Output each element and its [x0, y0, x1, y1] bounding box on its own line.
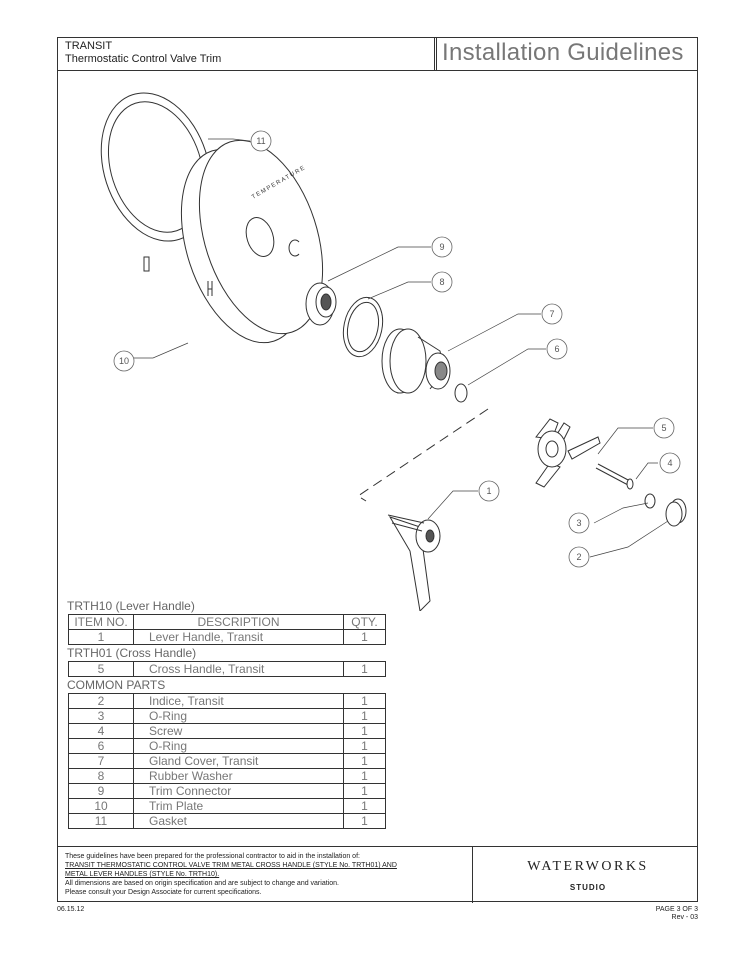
item-qty: 1 [343, 768, 386, 784]
item-description: Trim Plate [133, 798, 344, 814]
footer-product-line-2: METAL LEVER HANDLES (STYLE No. TRTH10). [65, 871, 220, 878]
item-qty: 1 [343, 629, 386, 645]
item-qty: 1 [343, 693, 386, 709]
item-description: Gasket [133, 813, 344, 829]
document-title: Installation Guidelines [442, 39, 684, 66]
item-qty: 1 [343, 708, 386, 724]
item-description: O-Ring [133, 708, 344, 724]
callout-7: 7 [549, 309, 554, 319]
callout-1: 1 [486, 486, 491, 496]
gland-cover-part [381, 328, 451, 394]
callout-11: 11 [256, 136, 265, 146]
column-header: QTY. [343, 614, 386, 630]
callout-10: 10 [119, 356, 129, 366]
callout-6: 6 [554, 344, 559, 354]
document-date: 06.15.12 [57, 906, 85, 913]
indice-part [665, 498, 687, 527]
footer-divider [472, 847, 473, 903]
brand-subtitle: STUDIO [569, 883, 607, 892]
item-number: 10 [68, 798, 134, 814]
callout-3: 3 [576, 518, 581, 528]
column-header: DESCRIPTION [133, 614, 344, 630]
table-row: 5 Cross Handle, Transit 1 [68, 661, 386, 677]
rubber-washer-part [342, 296, 384, 358]
header-divider [434, 38, 437, 70]
revision: Rev - 03 [671, 914, 698, 921]
item-qty: 1 [343, 753, 386, 769]
footer-product-line: TRANSIT THERMOSTATIC CONTROL VALVE TRIM … [65, 862, 397, 869]
item-number: 5 [68, 661, 134, 677]
item-description: O-Ring [133, 738, 344, 754]
item-qty: 1 [343, 723, 386, 739]
footer-notes: These guidelines have been prepared for … [65, 852, 465, 897]
item-number: 4 [68, 723, 134, 739]
cross-handle-part [535, 418, 601, 488]
item-description: Lever Handle, Transit [133, 629, 344, 645]
item-number: 6 [68, 738, 134, 754]
lever-handle-part [387, 514, 441, 611]
common-section-title: COMMON PARTS [67, 678, 166, 692]
cross-parts-table: 5 Cross Handle, Transit 1 [68, 661, 386, 677]
trim-connector-part [305, 282, 337, 326]
item-qty: 1 [343, 798, 386, 814]
footer-intro: These guidelines have been prepared for … [65, 853, 360, 860]
item-number: 2 [68, 693, 134, 709]
item-number: 7 [68, 753, 134, 769]
item-description: Cross Handle, Transit [133, 661, 344, 677]
item-description: Trim Connector [133, 783, 344, 799]
item-description: Gland Cover, Transit [133, 753, 344, 769]
footer-disclaimer: All dimensions are based on origin speci… [65, 880, 339, 887]
column-header: ITEM NO. [68, 614, 134, 630]
footer-consult: Please consult your Design Associate for… [65, 889, 262, 896]
callout-8: 8 [439, 277, 444, 287]
table-header-row: ITEM NO. DESCRIPTION QTY. [68, 614, 386, 630]
callout-5: 5 [661, 423, 666, 433]
o-ring-part [644, 493, 656, 509]
product-name: TRANSIT [65, 40, 113, 52]
page-frame: TRANSIT Thermostatic Control Valve Trim … [57, 37, 698, 903]
footer-block: These guidelines have been prepared for … [58, 846, 697, 903]
item-number: 9 [68, 783, 134, 799]
product-block: TRANSIT Thermostatic Control Valve Trim [65, 40, 221, 66]
o-ring-small-part [454, 383, 468, 403]
item-qty: 1 [343, 661, 386, 677]
callout-9: 9 [439, 242, 444, 252]
page-number: PAGE 3 OF 3 [655, 906, 698, 913]
exploded-view-drawing: 11 10 9 8 7 6 5 4 3 2 1 TEMPERATURE [100, 92, 687, 611]
item-number: 8 [68, 768, 134, 784]
lever-parts-table: ITEM NO. DESCRIPTION QTY. 1 Lever Handle… [68, 614, 386, 645]
item-number: 11 [68, 813, 134, 829]
brand-logo: WATERWORKS [527, 859, 649, 874]
cross-section-title: TRTH01 (Cross Handle) [67, 646, 197, 660]
item-qty: 1 [343, 813, 386, 829]
item-qty: 1 [343, 783, 386, 799]
trim-plate-part [180, 139, 324, 344]
item-description: Indice, Transit [133, 693, 344, 709]
item-number: 1 [68, 629, 134, 645]
page-info: PAGE 3 OF 3 Rev - 03 [656, 906, 698, 922]
title-block: TRANSIT Thermostatic Control Valve Trim … [58, 38, 697, 71]
item-number: 3 [68, 708, 134, 724]
lever-section-title: TRTH10 (Lever Handle) [67, 599, 195, 613]
screw-part [595, 463, 634, 490]
item-qty: 1 [343, 738, 386, 754]
product-subtitle: Thermostatic Control Valve Trim [65, 53, 222, 65]
callout-4: 4 [667, 458, 672, 468]
callout-2: 2 [576, 552, 581, 562]
item-description: Screw [133, 723, 344, 739]
table-row: 1 Lever Handle, Transit 1 [68, 629, 386, 645]
item-description: Rubber Washer [133, 768, 344, 784]
